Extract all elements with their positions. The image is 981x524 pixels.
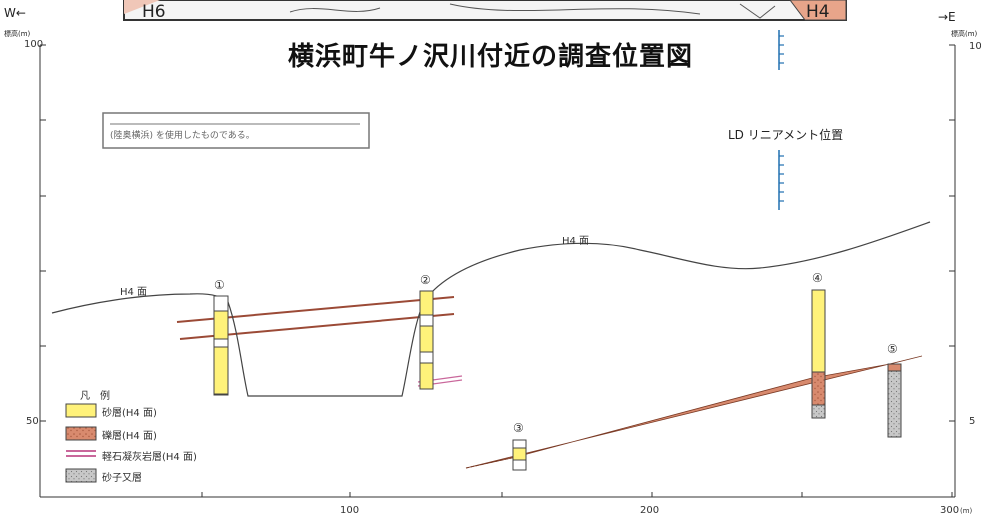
map-label-h6: H6 [142, 2, 166, 22]
borehole-3 [512, 439, 527, 471]
direction-east-label: →E [938, 10, 956, 24]
y-axis-label-left: 標高(m) [4, 30, 31, 38]
map-inset [123, 0, 847, 21]
borehole-1 [213, 295, 229, 396]
lineament-label: LD リニアメント位置 [728, 128, 844, 142]
lineament-marker-lower [778, 150, 784, 210]
x-tick-label-100: 100 [340, 505, 360, 516]
legend-item-basement: 砂子又層 [102, 473, 142, 484]
ground-surface-line [51, 221, 931, 397]
gravel-top-dashed [465, 455, 521, 469]
borehole-5-label: ⑤ [887, 342, 898, 356]
legend-swatch-basement [65, 468, 97, 483]
legend-swatch-sand [65, 403, 97, 418]
borehole-4-label: ④ [812, 271, 823, 285]
x-axis-unit: (m) [960, 507, 973, 515]
y-tick-label-100: 100 [24, 39, 44, 50]
gravel-layer-wedge [465, 355, 923, 469]
legend-swatches [65, 403, 97, 483]
y-tick-label-right-50: 5 [969, 416, 976, 427]
diagram-title: 横浜町牛ノ沢川付近の調査位置図 [287, 42, 693, 72]
legend-swatch-pumice [66, 450, 96, 457]
y-tick-label-right-100: 10 [969, 41, 981, 52]
x-tick-label-300: 300 [940, 505, 960, 516]
legend-item-gravel: 礫層(H4 面) [102, 431, 157, 442]
inset-note-box [102, 112, 370, 149]
y-axis-label-right: 標高(m) [951, 30, 978, 38]
axes [39, 44, 956, 498]
lineament-marker-upper [778, 30, 784, 70]
y-ticks [40, 44, 955, 422]
direction-west-label: W← [4, 6, 26, 20]
legend-title: 凡 例 [80, 391, 110, 402]
borehole-4 [811, 289, 826, 419]
legend-swatch-gravel [65, 426, 97, 441]
inset-note-text: (陸奥横浜) を使用したものである。 [110, 131, 255, 141]
map-label-h4: H4 [806, 2, 830, 22]
legend-item-pumice: 軽石凝灰岩層(H4 面) [102, 452, 197, 463]
x-tick-label-200: 200 [640, 505, 660, 516]
borehole-5 [887, 363, 902, 438]
y-tick-label-50: 50 [26, 416, 39, 427]
borehole-1-label: ① [214, 278, 225, 292]
borehole-2 [419, 290, 434, 390]
borehole-2-label: ② [420, 273, 431, 287]
legend-item-sand: 砂層(H4 面) [102, 408, 157, 419]
x-ticks [201, 492, 953, 497]
surface-label-west: H4 面 [120, 287, 148, 298]
borehole-3-label: ③ [513, 421, 524, 435]
surface-label-east: H4 面 [562, 236, 590, 247]
